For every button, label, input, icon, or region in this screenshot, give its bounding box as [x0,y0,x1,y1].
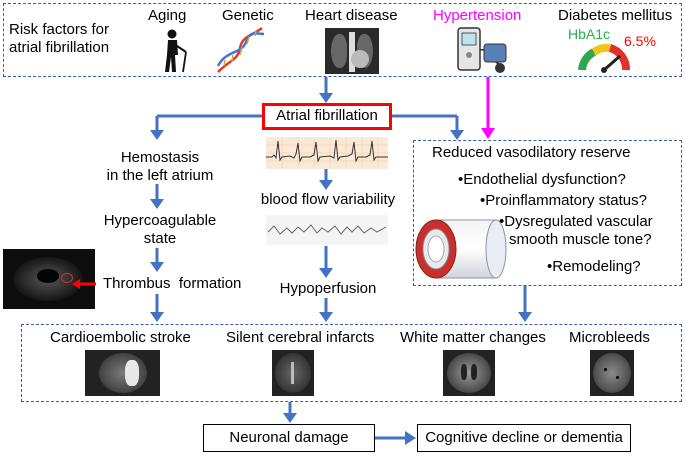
microbleeds-mri-image [590,350,634,396]
silent-infarcts-label: Silent cerebral infarcts [226,329,375,346]
vasodilatory-reserve-box [413,140,682,286]
silent-infarcts-mri-image [272,350,314,396]
genetic-label: Genetic [222,7,274,24]
hemostasis-line2: in the left atrium [106,167,214,184]
hemostasis-line1: Hemostasis [120,149,200,166]
hypercoagulable-line2: state [143,230,177,247]
bullet-dysregulated-line1: •Dysregulated vascular [499,213,653,230]
atrial-fibrillation-box [262,103,392,130]
hypertension-label: Hypertension [433,7,522,24]
outcomes-box [21,324,682,402]
neuronal-damage-box [203,424,375,452]
aging-label: Aging [148,7,187,24]
chest-xray-image [325,28,379,74]
risk-title-line2: atrial fibrillation [9,39,110,56]
bullet-endothelial: •Endothelial dysfunction? [458,171,626,188]
risk-title-line1: Risk factors for [9,21,110,38]
atrial-fibrillation-label: Atrial fibrillation [276,107,378,124]
hba1c-label: HbA1c [568,26,611,42]
heart-disease-label: Heart disease [305,7,398,24]
cardioembolic-mri-image [85,350,160,396]
diabetes-label: Diabetes mellitus [558,7,673,24]
bullet-proinflammatory: •Proinflammatory status? [480,192,647,209]
microbleeds-label: Microbleeds [569,329,650,346]
echocardiogram-image [3,249,95,309]
thrombus-label: Thrombus formation [103,275,242,292]
neuronal-damage-label: Neuronal damage [229,429,349,446]
vasodilatory-title: Reduced vasodilatory reserve [432,144,631,161]
white-matter-mri-image [443,350,495,396]
cognitive-decline-box [417,424,631,452]
bullet-dysregulated-line2: smooth muscle tone? [509,231,652,248]
hypoperfusion-label: Hypoperfusion [279,280,377,297]
hba1c-value: 6.5% [624,33,656,49]
cardioembolic-stroke-label: Cardioembolic stroke [50,329,191,346]
hypercoagulable-line1: Hypercoagulable [103,212,217,229]
white-matter-label: White matter changes [400,329,546,346]
cognitive-decline-label: Cognitive decline or dementia [425,429,623,446]
bullet-remodeling: •Remodeling? [547,258,641,275]
blood-flow-variability-label: blood flow variability [260,191,396,208]
risk-factors-box [3,3,682,77]
